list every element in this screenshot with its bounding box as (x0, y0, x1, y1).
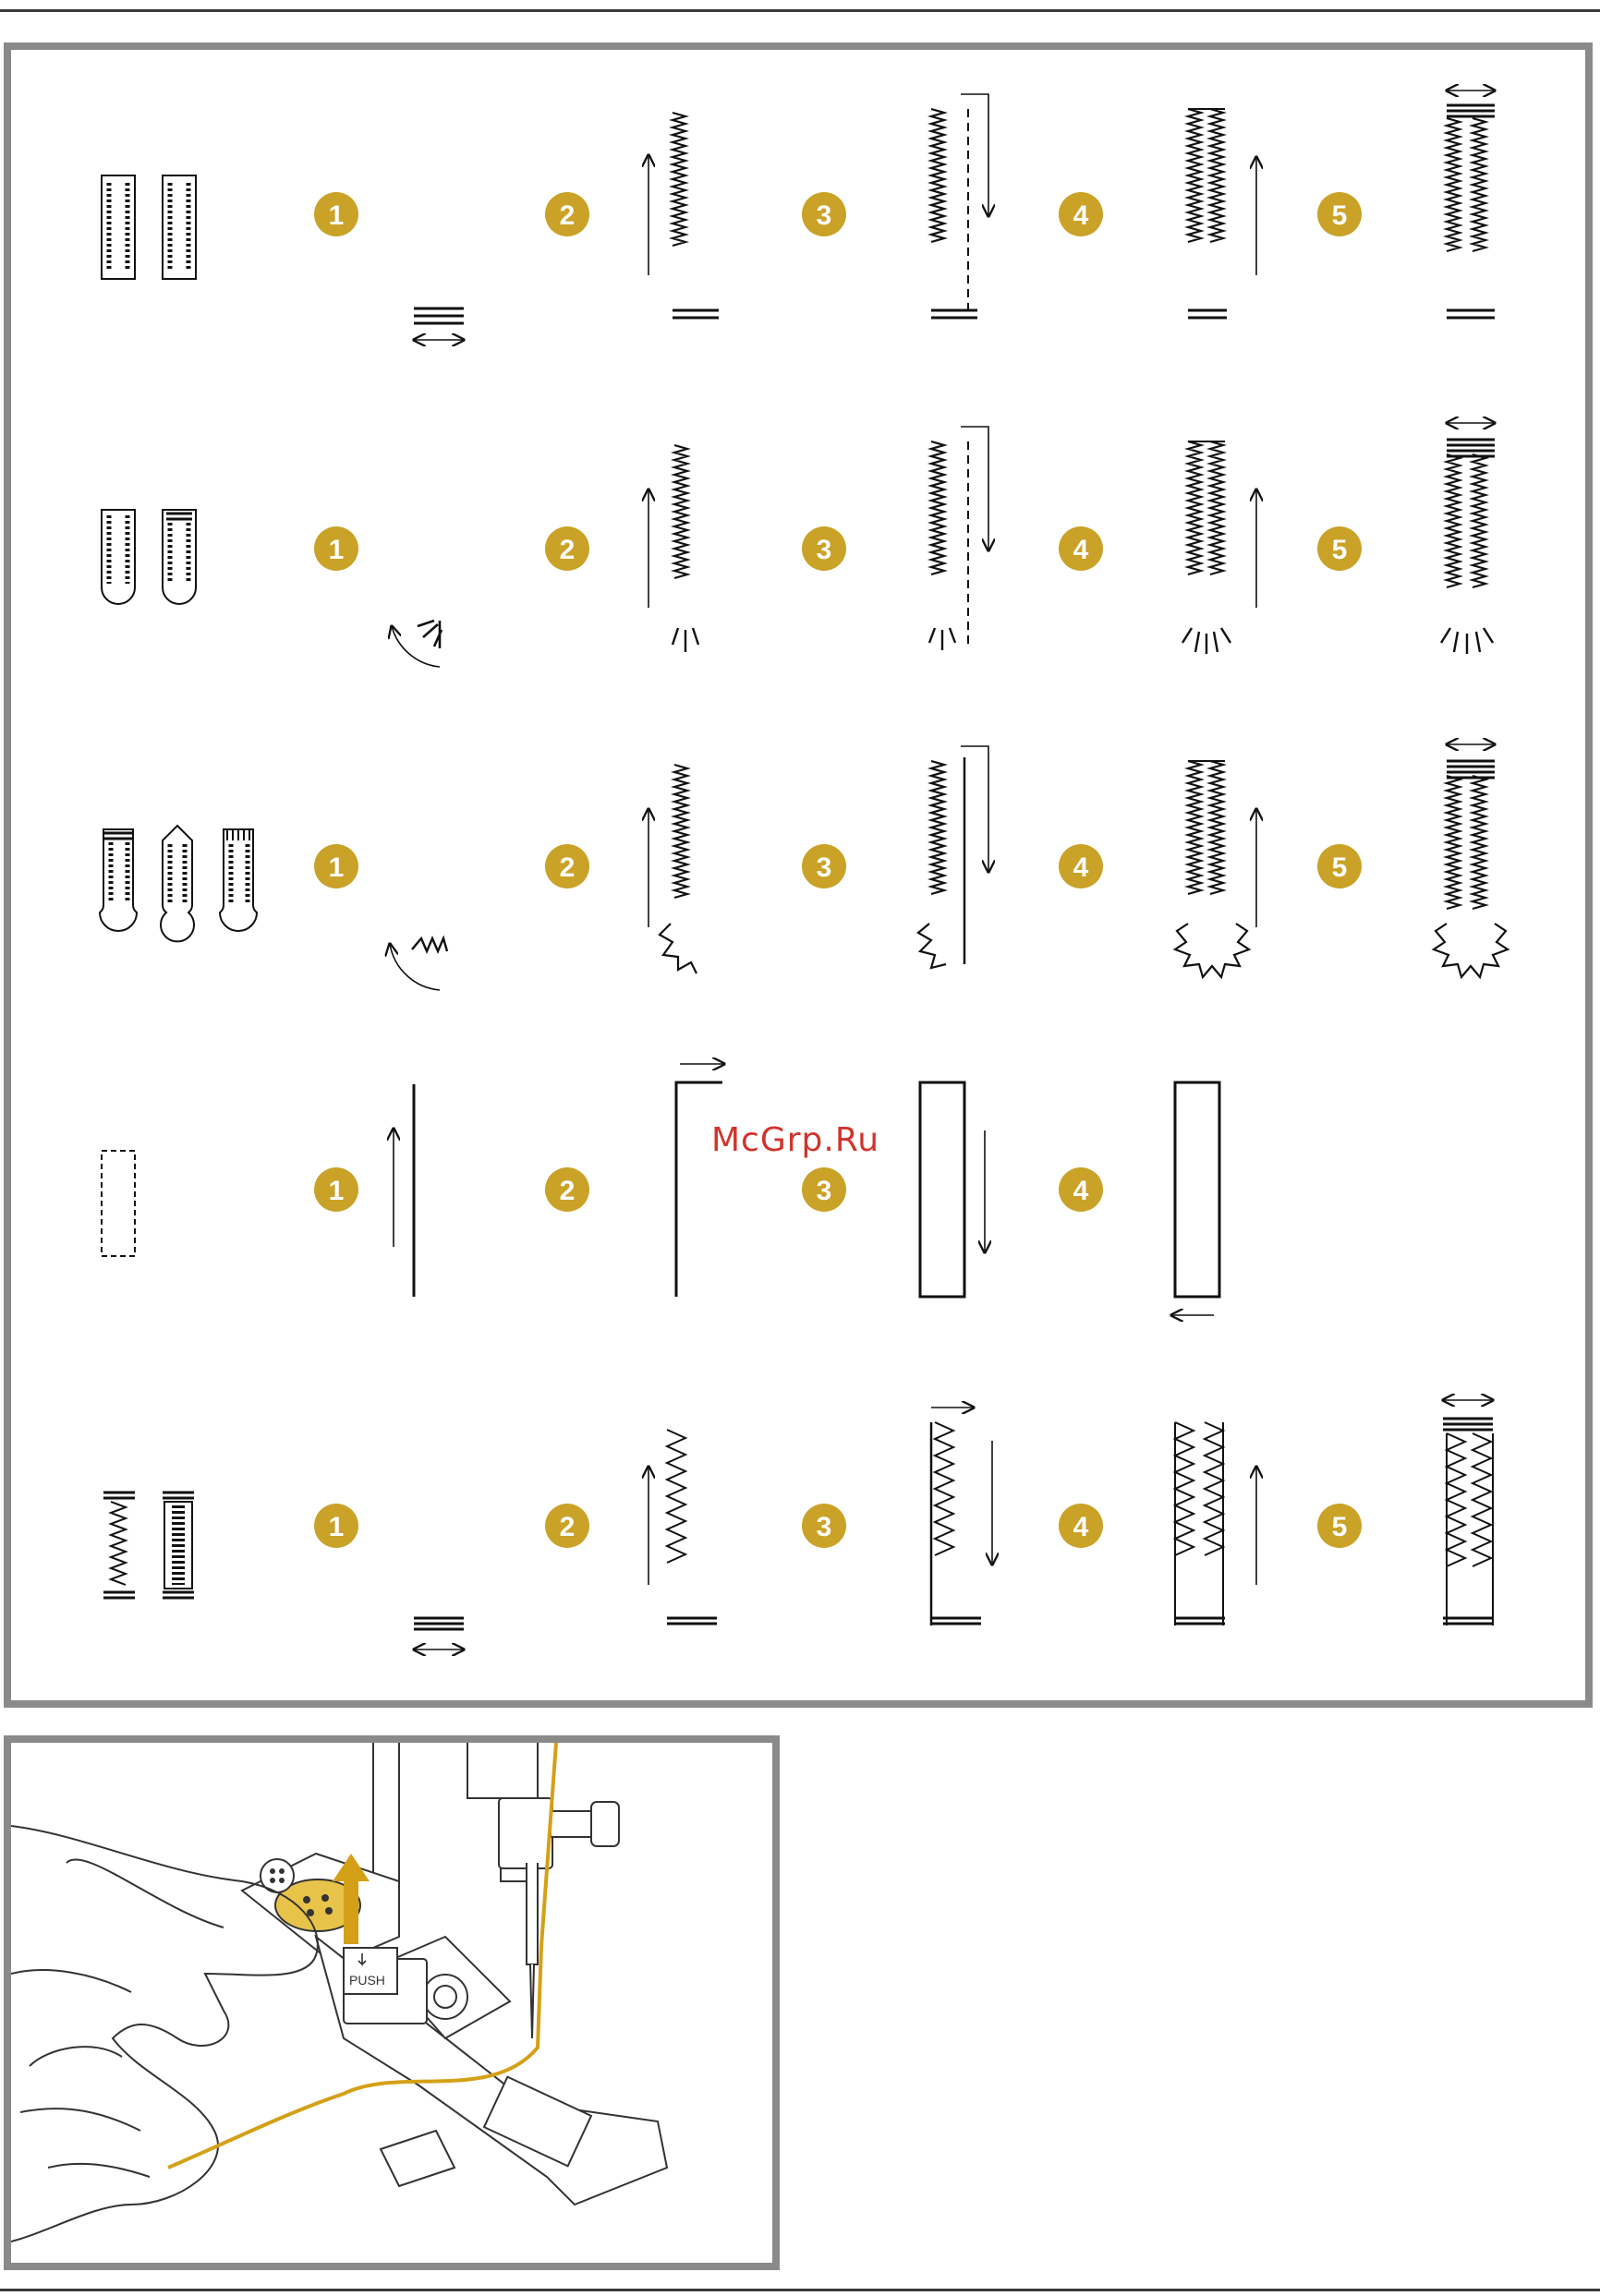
zigzag-left-bead (931, 109, 944, 242)
step-badges: 1 2 3 4 5 1 2 3 4 5 1 2 3 4 5 1 2 3 4 1 2 3 4 5 (314, 192, 1362, 1548)
step-number-keyhole-buttonhole-1: 1 (329, 852, 345, 883)
step-number-straight-stitch-buttonhole-2: 2 (560, 1176, 576, 1206)
buttonhole-foot-illustration: PUSH (11, 1743, 772, 2263)
step-number-rounded-end-buttonhole-5: 5 (1332, 535, 1348, 565)
step-number-stretch-buttonhole-4: 4 (1073, 1512, 1089, 1542)
row-straight-stitch (102, 1064, 1219, 1315)
row-rounded-end (102, 423, 1495, 667)
step-number-stretch-buttonhole-2: 2 (560, 1512, 576, 1542)
buttonhole-foot-illustration-frame: PUSH (4, 1735, 780, 2270)
step-number-square-end-buttonhole-1: 1 (329, 200, 345, 231)
square-buttonhole-icon (102, 175, 196, 279)
zigzag-left-bead (673, 113, 685, 246)
step-number-rounded-end-buttonhole-3: 3 (817, 535, 832, 565)
step-number-square-end-buttonhole-5: 5 (1332, 200, 1348, 231)
row-square-end (102, 91, 1495, 340)
bartack-icon (414, 308, 464, 340)
step-number-stretch-buttonhole-3: 3 (817, 1512, 832, 1542)
push-label: PUSH (349, 1973, 385, 1988)
watermark: McGrp.Ru (711, 1121, 879, 1159)
step-number-keyhole-buttonhole-5: 5 (1332, 852, 1348, 883)
step-number-square-end-buttonhole-4: 4 (1073, 200, 1089, 231)
straight-buttonhole-icon (102, 1151, 135, 1256)
row-stretch (103, 1400, 1493, 1649)
bottom-rule (0, 2289, 1600, 2291)
step-number-rounded-end-buttonhole-1: 1 (329, 535, 345, 565)
step-number-stretch-buttonhole-1: 1 (329, 1512, 345, 1542)
step-number-rounded-end-buttonhole-4: 4 (1073, 535, 1089, 565)
step-number-straight-stitch-buttonhole-1: 1 (329, 1176, 345, 1206)
step-number-keyhole-buttonhole-4: 4 (1073, 852, 1089, 883)
step-number-stretch-buttonhole-5: 5 (1332, 1512, 1348, 1542)
step-number-square-end-buttonhole-3: 3 (817, 200, 832, 231)
step-number-straight-stitch-buttonhole-4: 4 (1073, 1176, 1089, 1206)
step-number-rounded-end-buttonhole-2: 2 (560, 535, 576, 565)
step-number-keyhole-buttonhole-2: 2 (560, 852, 576, 883)
push-tab: PUSH (344, 1948, 397, 1994)
step-number-keyhole-buttonhole-3: 3 (817, 852, 832, 883)
step-number-square-end-buttonhole-2: 2 (560, 200, 576, 231)
buttonhole-diagram: 1 2 3 4 5 1 2 3 4 5 1 2 3 4 5 1 2 3 4 1 2 3 4 5 (0, 0, 1600, 1718)
step-number-straight-stitch-buttonhole-3: 3 (817, 1176, 832, 1206)
